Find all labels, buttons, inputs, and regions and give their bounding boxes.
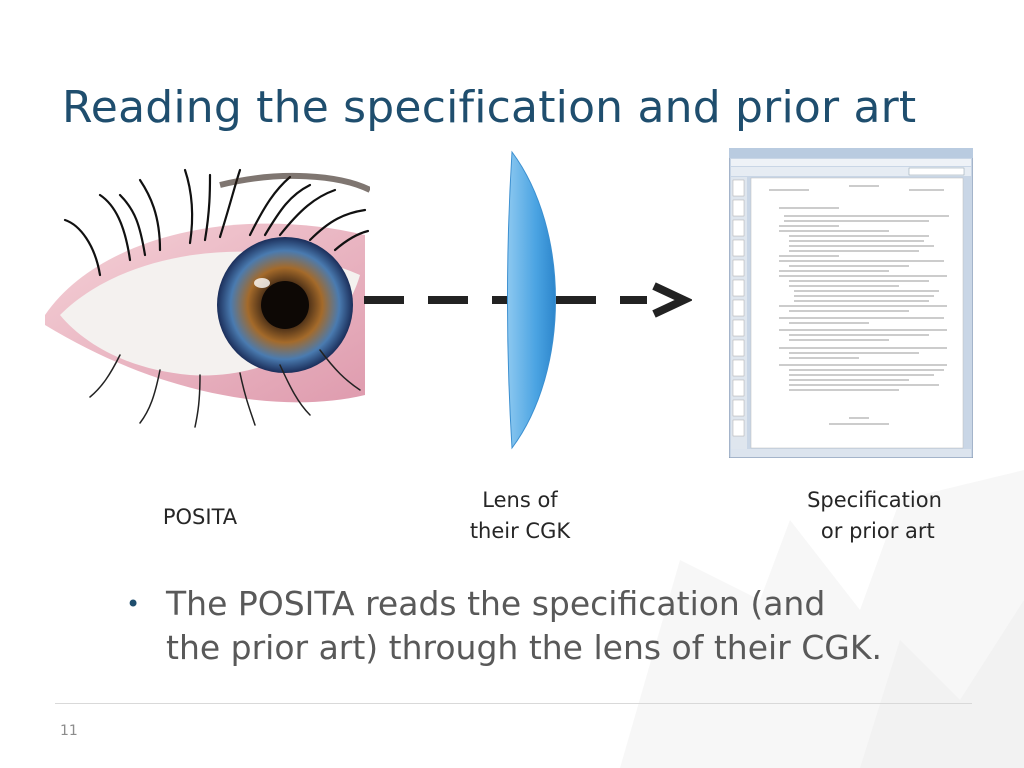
document-viewer-graphic [728, 147, 974, 459]
bullet-dot-icon: • [126, 590, 141, 618]
posita-label: POSITA [162, 505, 238, 529]
footer-divider [55, 703, 972, 704]
eye-illustration [45, 168, 370, 428]
document-viewer-screenshot [728, 147, 974, 459]
slide-title: Reading the specification and prior art [62, 82, 917, 133]
dashed-arrow [364, 282, 692, 318]
bullet-text: The POSITA reads the specification (and … [166, 584, 882, 667]
lens-label: Lens of their CGK [469, 488, 571, 543]
lens-illustration [507, 150, 556, 450]
slide-number: 11 [60, 723, 78, 739]
document-label: Specification or prior art [807, 488, 942, 543]
